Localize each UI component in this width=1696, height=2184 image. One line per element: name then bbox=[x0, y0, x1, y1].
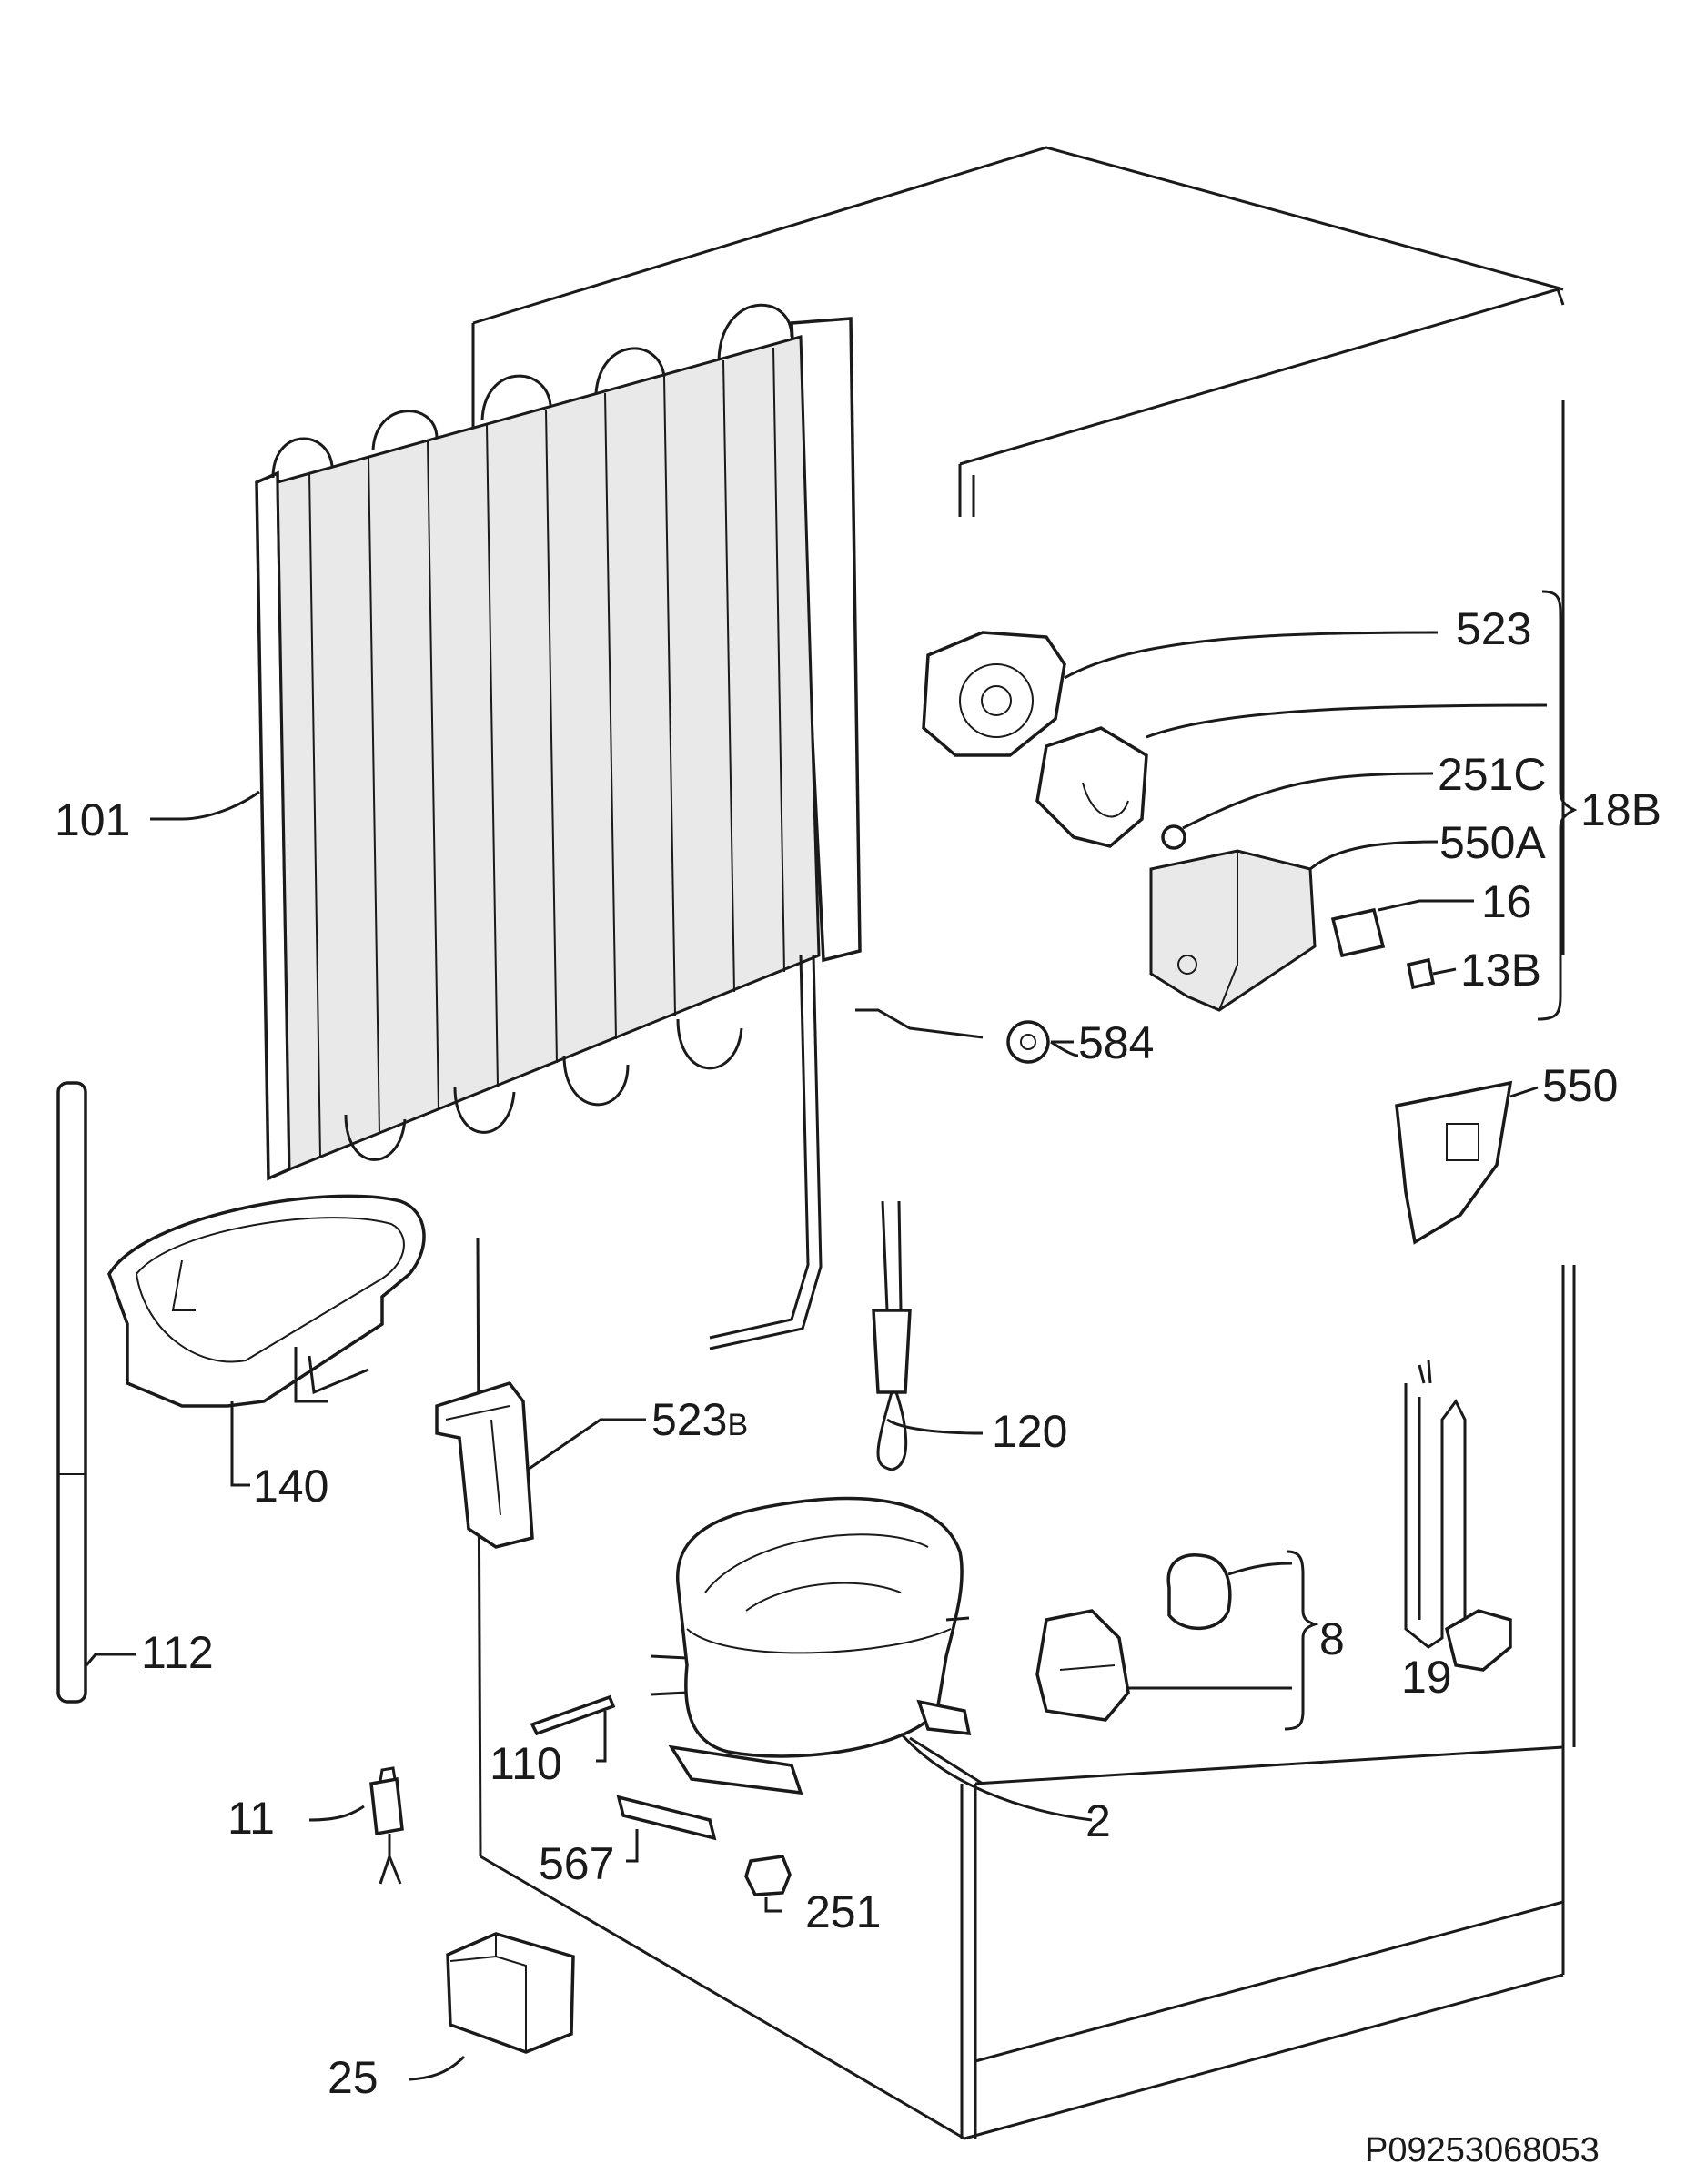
label-2: 2 bbox=[1085, 1795, 1111, 1846]
label-18b: 18B bbox=[1580, 784, 1661, 835]
label-11: 11 bbox=[227, 1793, 275, 1844]
leader-lines bbox=[85, 790, 1079, 1666]
label-120: 120 bbox=[992, 1406, 1067, 1457]
temperature-sensor bbox=[872, 1200, 912, 1471]
label-251: 251 bbox=[805, 1886, 881, 1937]
label-8: 8 bbox=[1319, 1613, 1345, 1664]
rubber-grommet bbox=[744, 1855, 792, 1913]
filter-drier bbox=[308, 1766, 404, 1885]
drain-tube bbox=[56, 1081, 87, 1704]
power-cord bbox=[1404, 1360, 1512, 1672]
heater-wire bbox=[855, 1008, 1074, 1064]
label-584: 584 bbox=[1078, 1017, 1154, 1068]
condenser-coil bbox=[255, 303, 862, 1350]
part-labels: 101 112 140 523B 120 584 550 523 251C 55… bbox=[55, 603, 1661, 2103]
label-523: 523 bbox=[1456, 603, 1531, 654]
label-550a: 550A bbox=[1439, 817, 1546, 868]
label-567: 567 bbox=[539, 1838, 614, 1889]
mounting-plate bbox=[616, 1795, 717, 1863]
pipe-clip bbox=[435, 1380, 534, 1549]
thermostat-cover bbox=[1395, 1080, 1539, 1245]
label-13b: 13B bbox=[1460, 945, 1541, 996]
drawing-code: P09253068053 bbox=[1365, 2131, 1600, 2169]
label-550: 550 bbox=[1542, 1060, 1618, 1111]
label-523b: 523B bbox=[651, 1394, 748, 1445]
label-19: 19 bbox=[1401, 1652, 1452, 1703]
label-112: 112 bbox=[141, 1627, 214, 1678]
label-110: 110 bbox=[490, 1738, 562, 1789]
starter-relay bbox=[1035, 1550, 1319, 1731]
component-box bbox=[409, 1932, 575, 2081]
label-140: 140 bbox=[253, 1461, 328, 1512]
fan-thermostat-assembly bbox=[922, 590, 1578, 1021]
drip-tray bbox=[107, 1194, 426, 1408]
label-251c: 251C bbox=[1438, 749, 1547, 800]
appliance-cabinet bbox=[471, 146, 1576, 2140]
label-16: 16 bbox=[1481, 876, 1532, 927]
tube-connectors bbox=[530, 1694, 616, 1763]
label-101: 101 bbox=[55, 794, 130, 845]
label-25: 25 bbox=[328, 2052, 379, 2103]
compressor bbox=[650, 1496, 1093, 1822]
